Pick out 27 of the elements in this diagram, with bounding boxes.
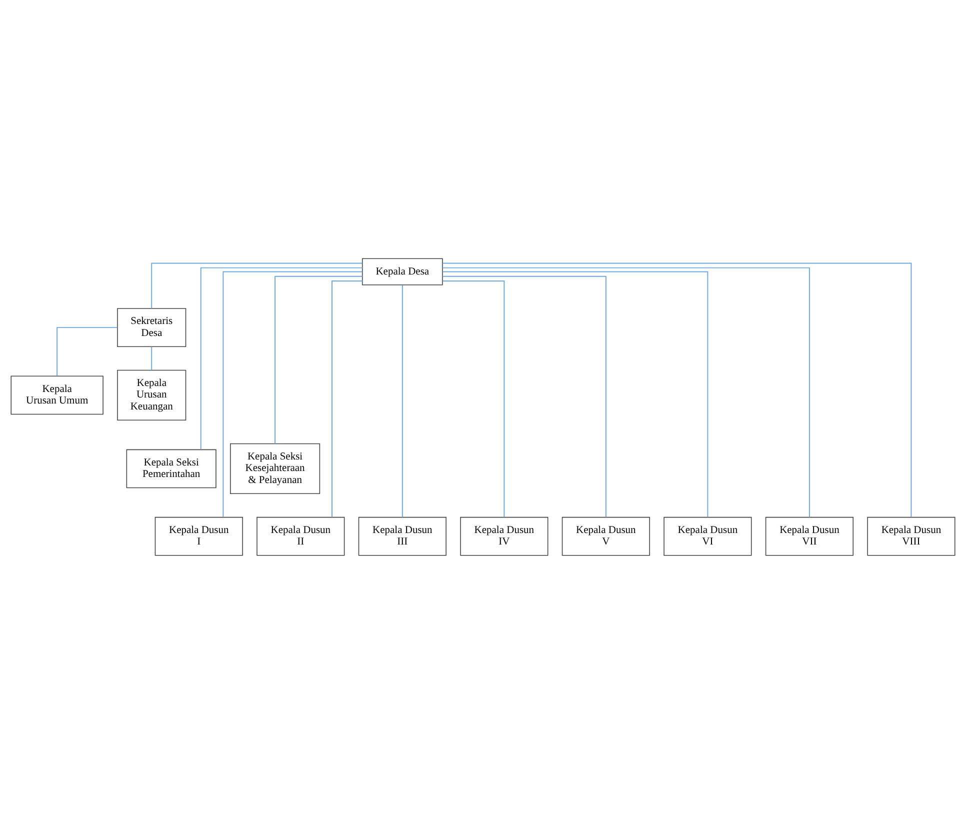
node-box: Kepala Dusun II [256, 516, 345, 556]
connector [56, 327, 118, 376]
connector [332, 280, 363, 518]
connector [151, 262, 363, 309]
connector [200, 267, 363, 450]
node-box: Kepala Desa [362, 258, 443, 286]
node-box: Kepala Dusun VII [765, 516, 854, 556]
node-box: Kepala Seksi Pemerintahan [126, 449, 216, 488]
connector [442, 262, 912, 518]
connector [274, 276, 363, 444]
connector [151, 346, 152, 371]
node-box: Kepala Dusun I [154, 516, 243, 556]
connector [442, 271, 708, 518]
node-box: Kepala Dusun VI [664, 516, 752, 556]
connector [402, 284, 403, 518]
node-box: Kepala Dusun III [358, 516, 446, 556]
node-box: Kepala Seksi Kesejahteraan & Pelayanan [230, 443, 320, 494]
connector [442, 276, 606, 518]
node-box: Kepala Urusan Umum [10, 376, 104, 415]
node-box: Kepala Urusan Keuangan [117, 370, 186, 421]
node-box: Kepala Dusun IV [460, 516, 548, 556]
node-box: Sekretaris Desa [117, 308, 186, 347]
node-box: Kepala Dusun V [562, 516, 650, 556]
connector [442, 280, 505, 518]
connector [222, 271, 363, 518]
connector [442, 267, 810, 518]
node-box: Kepala Dusun VIII [867, 516, 956, 556]
